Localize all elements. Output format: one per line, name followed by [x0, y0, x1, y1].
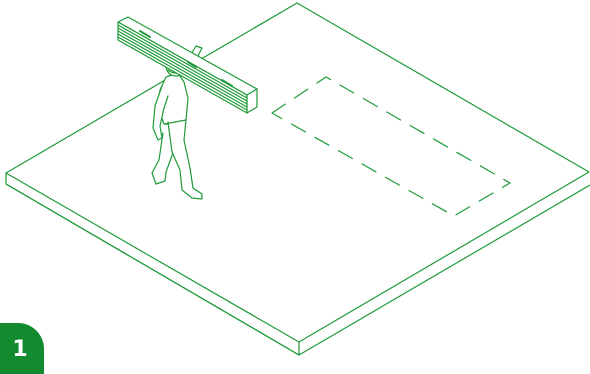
- worker-arm: [152, 85, 169, 141]
- dashed-footprint-outline: [271, 76, 511, 217]
- worker-front-leg: [167, 119, 203, 200]
- step-number-badge: 1: [0, 323, 44, 374]
- slab-top-face: [5, 2, 590, 343]
- lumber-stack: [117, 16, 258, 114]
- slab: [5, 2, 590, 356]
- slab-right-side: [298, 184, 590, 356]
